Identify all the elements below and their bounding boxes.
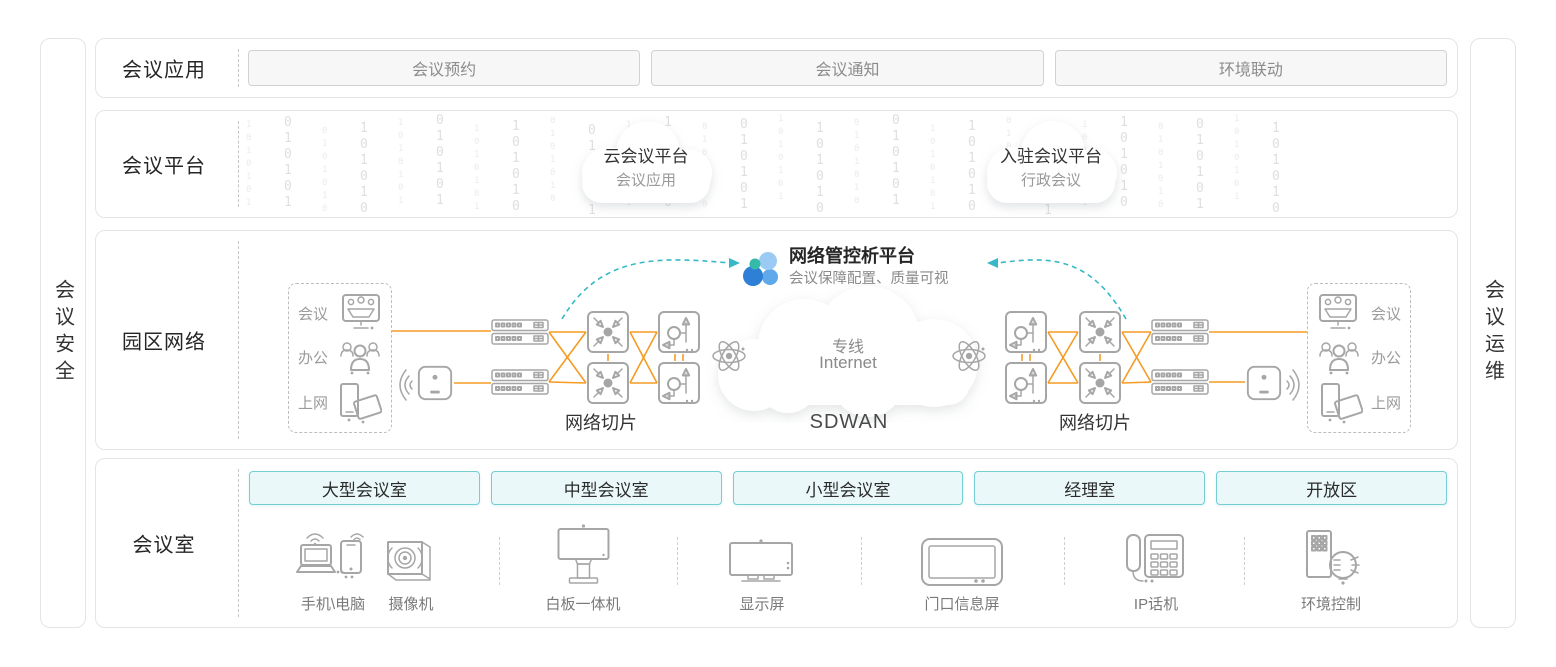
device-group-separator	[1244, 537, 1245, 585]
core-switch-icon	[587, 311, 629, 353]
network-mgmt-platform-icon	[743, 252, 778, 286]
layer-title: 会议应用	[122, 59, 206, 82]
label-separator	[238, 49, 239, 87]
access-switch-stack-icon	[491, 369, 549, 395]
wifi-waves-icon	[399, 369, 413, 401]
network-links	[392, 258, 1307, 384]
device-camera: 摄像机	[383, 519, 439, 614]
core-switch-icon	[1079, 311, 1121, 353]
hosted-platform-title: 入驻会议平台	[1000, 147, 1102, 166]
device-whiteboard: 白板一体机	[545, 519, 621, 614]
device-label: 显示屏	[739, 596, 785, 613]
device-door-screen: 门口信息屏	[920, 519, 1004, 614]
device-phones-computer: 手机\电脑	[295, 519, 371, 614]
device-label: 环境控制	[1300, 596, 1362, 613]
label-separator	[238, 241, 239, 439]
wan-internet-label: Internet	[819, 353, 877, 372]
network-slice-label-right: 网络切片	[1059, 413, 1131, 433]
zone-label: 会议	[1370, 305, 1401, 323]
atom-icon	[952, 341, 986, 371]
side-bar-meeting-security: 会议安全	[40, 38, 86, 628]
room-chip-manager: 经理室	[974, 471, 1206, 505]
core-switch-icon	[587, 362, 629, 404]
sdwan-label: SDWAN	[809, 411, 889, 433]
app-chip-environment: 环境联动	[1054, 50, 1447, 86]
core-switch-icon	[1079, 362, 1121, 404]
whiteboard-icon	[556, 524, 609, 584]
access-point-icon	[417, 365, 453, 401]
wan-line-type: 专线	[831, 339, 864, 356]
environment-control-icon	[1305, 530, 1360, 585]
device-label: 白板一体机	[545, 596, 621, 613]
device-group-separator	[499, 537, 500, 585]
cloud-platform-subtitle: 会议应用	[615, 172, 676, 189]
access-switch-stack-icon	[1151, 369, 1209, 395]
zone-label: 办公	[1370, 350, 1401, 368]
side-bar-label: 会议运维	[1481, 279, 1504, 387]
label-separator	[238, 469, 239, 617]
label-separator	[238, 121, 239, 207]
device-label: 摄像机	[388, 596, 434, 613]
device-ip-phone: IP话机	[1125, 519, 1187, 614]
access-switch-stack-icon	[1151, 319, 1209, 345]
mgmt-platform-subtitle: 会议保障配置、质量可视	[789, 271, 949, 287]
atom-icon	[712, 341, 746, 371]
network-zone-box-right: 会议 办公 上网	[1307, 283, 1411, 433]
layer-campus-network: 园区网络	[95, 230, 1458, 450]
mgmt-platform-title: 网络管控析平台	[789, 246, 915, 266]
zone-label: 上网	[298, 395, 329, 413]
layer-title: 会议室	[132, 534, 196, 557]
office-people-icon	[340, 342, 380, 375]
router-icon	[1005, 311, 1047, 353]
network-zone-box-left: 会议 办公 上网	[288, 283, 392, 433]
layer-title: 会议平台	[122, 155, 206, 178]
cloud-icon	[987, 121, 1117, 203]
wifi-waves-icon	[1286, 369, 1300, 401]
device-display: 显示屏	[728, 519, 796, 614]
side-bar-label: 会议安全	[51, 279, 74, 387]
device-group-separator	[677, 537, 678, 585]
ip-phone-icon	[1126, 534, 1184, 583]
room-chip-open-area: 开放区	[1216, 471, 1447, 505]
access-switch-stack-icon	[491, 319, 549, 345]
mobile-devices-icon	[340, 382, 382, 424]
room-chip-medium: 中型会议室	[490, 471, 722, 505]
room-chip-small: 小型会议室	[732, 471, 964, 505]
video-conference-icon	[1319, 294, 1357, 330]
device-label: IP话机	[1133, 596, 1179, 613]
device-label: 手机\电脑	[300, 596, 366, 613]
hosted-platform-subtitle: 行政会议	[1020, 172, 1081, 189]
access-point-icon	[1246, 365, 1282, 401]
side-bar-meeting-operations: 会议运维	[1470, 38, 1516, 628]
mobile-devices-icon	[1321, 382, 1363, 424]
room-chip-large: 大型会议室	[249, 471, 480, 505]
display-screen-icon	[729, 539, 793, 582]
camera-icon	[387, 541, 431, 581]
router-icon	[658, 311, 700, 353]
layer-meeting-apps: 会议应用 会议预约 会议通知 环境联动	[95, 38, 1458, 98]
video-conference-icon	[342, 294, 380, 330]
cloud-platform-title: 云会议平台	[603, 147, 689, 166]
office-people-icon	[1319, 342, 1359, 375]
layer-title: 园区网络	[122, 331, 206, 354]
zone-label: 上网	[1370, 395, 1401, 413]
door-info-screen-icon	[921, 538, 1003, 586]
layer-meeting-rooms: 会议室 大型会议室 中型会议室 小型会议室 经理室 开放区 手机\电脑	[95, 458, 1458, 628]
cloud-icon	[582, 121, 712, 203]
app-chip-booking: 会议预约	[248, 50, 641, 86]
device-group-separator	[1064, 537, 1065, 585]
zone-label: 会议	[298, 305, 329, 323]
device-env-control: 环境控制	[1301, 519, 1361, 614]
router-icon	[658, 362, 700, 404]
zone-label: 办公	[298, 350, 329, 368]
sdwan-cloud-icon	[718, 286, 978, 417]
phone-computer-icon	[296, 533, 364, 579]
router-icon	[1005, 362, 1047, 404]
app-chip-notice: 会议通知	[651, 50, 1044, 86]
device-label: 门口信息屏	[924, 596, 1000, 613]
network-slice-label-left: 网络切片	[565, 413, 637, 433]
device-group-separator	[861, 537, 862, 585]
